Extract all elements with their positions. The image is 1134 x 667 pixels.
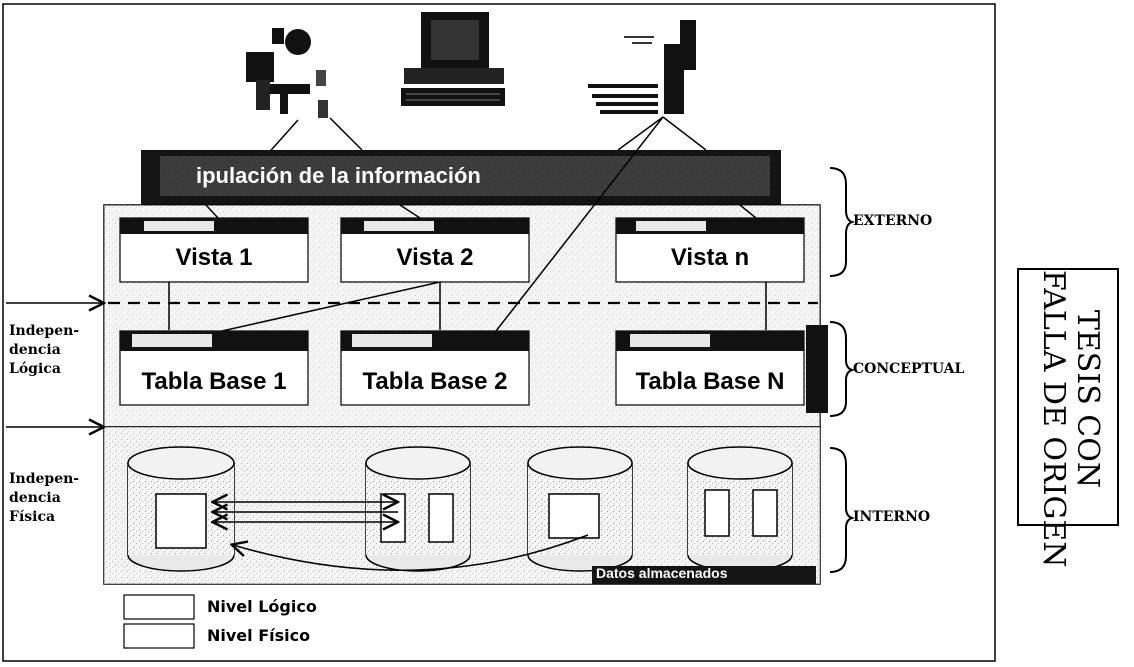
- level-label-externo: EXTERNO: [853, 213, 933, 229]
- thesis-stamp: TESIS CON FALLA DE ORIGEN: [1017, 268, 1119, 568]
- user-icon: [246, 28, 328, 118]
- legend-label-logico: Nivel Lógico: [207, 597, 317, 616]
- level-label-conceptual: CONCEPTUAL: [853, 361, 965, 377]
- storage-cylinder-1: [127, 446, 235, 572]
- table-box-n: [615, 330, 805, 406]
- computer-icon: [401, 12, 505, 106]
- level-label-interno: INTERNO: [853, 509, 931, 525]
- view-label-2: Vista 2: [396, 244, 474, 271]
- operator-icon: [588, 20, 696, 114]
- view-label-n: Vista n: [670, 244, 750, 271]
- storage-cylinder-3: [527, 446, 633, 572]
- view-box-n: [615, 217, 805, 283]
- brace-externo: [829, 167, 856, 277]
- banner-title: ipulación de la información: [196, 163, 481, 188]
- stamp-line-2: FALLA DE ORIGEN: [1036, 270, 1071, 568]
- table-box-1: [119, 330, 309, 406]
- table-label-n: Tabla Base N: [635, 368, 785, 395]
- table-label-1: Tabla Base 1: [141, 368, 287, 395]
- legend-label-fisico: Nivel Físico: [207, 626, 311, 645]
- stored-data-label: Datos almacenados: [596, 565, 728, 581]
- stamp-line-1: TESIS CON: [1070, 309, 1105, 489]
- view-label-1: Vista 1: [175, 244, 253, 271]
- storage-cylinder-2: [365, 446, 471, 572]
- legend-swatch-fisico: [123, 623, 195, 649]
- view-box-2: [340, 217, 530, 283]
- physical-independence-label: Indepen- dencia Física: [9, 471, 80, 525]
- table-label-2: Tabla Base 2: [362, 368, 508, 395]
- logical-independence-label: Indepen- dencia Lógica: [9, 323, 80, 377]
- view-box-1: [119, 217, 309, 283]
- brace-interno: [829, 447, 856, 573]
- brace-conceptual: [829, 321, 856, 417]
- table-box-2: [340, 330, 530, 406]
- legend-swatch-logico: [123, 594, 195, 620]
- storage-cylinder-4: [687, 446, 793, 572]
